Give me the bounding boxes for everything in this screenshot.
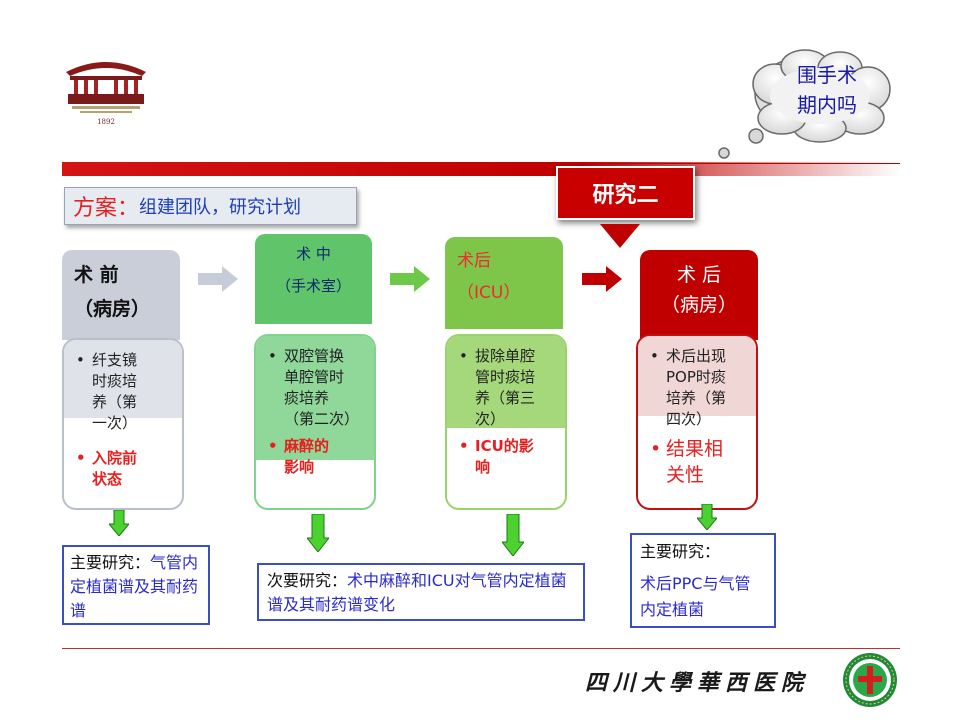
arrow-right-icon bbox=[582, 266, 622, 292]
arrow-down-icon bbox=[697, 504, 717, 530]
header-divider bbox=[62, 162, 900, 176]
phase-preop-bullet-1: •纤支镜 时痰培 养（第 一次） bbox=[76, 351, 138, 432]
phase-postop-card: •术后出现 POP时痰 培养（第 四次） •结果相 关性 bbox=[636, 334, 758, 510]
phase-intraop-bullet-2: •麻醉的 影响 bbox=[268, 437, 330, 476]
phase-intraop-bullet-1: •双腔管换 单腔管时 痰培养 （第二次） bbox=[268, 347, 360, 428]
primary-study-note: 主要研究：气管内定植菌谱及其耐药谱 bbox=[62, 545, 210, 625]
down-arrow-icon bbox=[600, 224, 640, 248]
phase-icu-bullet-1: •拔除单腔 管时痰培 养（第三 次） bbox=[459, 347, 536, 428]
phase-icu-bullet-2: •ICU的影 响 bbox=[459, 437, 534, 476]
phase-intraop-card: •双腔管换 单腔管时 痰培养 （第二次） •麻醉的 影响 bbox=[254, 334, 376, 510]
phase-postop-bullet-1: •术后出现 POP时痰 培养（第 四次） bbox=[650, 347, 727, 428]
arrow-down-icon bbox=[502, 514, 524, 556]
phase-postop-bullet-2: •结果相 关性 bbox=[650, 438, 724, 486]
postop-study-value: 术后PPC与气管内定植菌 bbox=[640, 574, 751, 619]
postop-study-key: 主要研究： bbox=[640, 542, 721, 561]
secondary-study-value: 术中麻醉和ICU对气管内定植菌谱及其耐药谱变化 bbox=[267, 571, 567, 614]
phase-preop-bullet-2: •入院前 状态 bbox=[76, 449, 138, 488]
arrow-down-icon bbox=[109, 510, 129, 536]
phase-intraop-header: 术 中 （手术室） bbox=[255, 234, 372, 324]
secondary-study-key: 次要研究： bbox=[267, 571, 348, 590]
thought-cloud-text: 围手术 期内吗 bbox=[797, 63, 857, 117]
svg-text:1892: 1892 bbox=[97, 118, 115, 126]
hospital-logo: 1892 bbox=[60, 50, 152, 128]
phase-icu-header: 术后 （ICU） bbox=[445, 237, 563, 329]
postop-study-note: 主要研究： 术后PPC与气管内定植菌 bbox=[630, 533, 776, 628]
phase-postop-header: 术 后 （病房） bbox=[640, 250, 758, 340]
study-badge: 研究二 bbox=[556, 166, 695, 220]
plan-text: 组建团队，研究计划 bbox=[139, 197, 302, 218]
arrow-right-icon bbox=[198, 266, 238, 292]
arrow-down-icon bbox=[307, 514, 329, 552]
hospital-seal-icon bbox=[843, 653, 897, 707]
plan-label: 方案： bbox=[73, 196, 140, 221]
header-divider-line bbox=[560, 163, 900, 164]
primary-study-value: 气管内定植菌谱及其耐药谱 bbox=[70, 553, 199, 620]
arrow-right-icon bbox=[390, 266, 430, 292]
phase-icu-card: •拔除单腔 管时痰培 养（第三 次） •ICU的影 响 bbox=[445, 334, 567, 510]
plan-box: 方案： 组建团队，研究计划 bbox=[64, 187, 357, 225]
secondary-study-note: 次要研究：术中麻醉和ICU对气管内定植菌谱及其耐药谱变化 bbox=[257, 563, 585, 621]
phase-preop-header: 术 前 （病房） bbox=[62, 250, 180, 340]
thought-cloud bbox=[695, 49, 891, 170]
phase-preop-card: •纤支镜 时痰培 养（第 一次） •入院前 状态 bbox=[62, 338, 184, 510]
institution-name: 四川大學華西医院 bbox=[585, 670, 810, 696]
primary-study-key: 主要研究： bbox=[70, 553, 151, 572]
footer-divider bbox=[62, 648, 900, 649]
